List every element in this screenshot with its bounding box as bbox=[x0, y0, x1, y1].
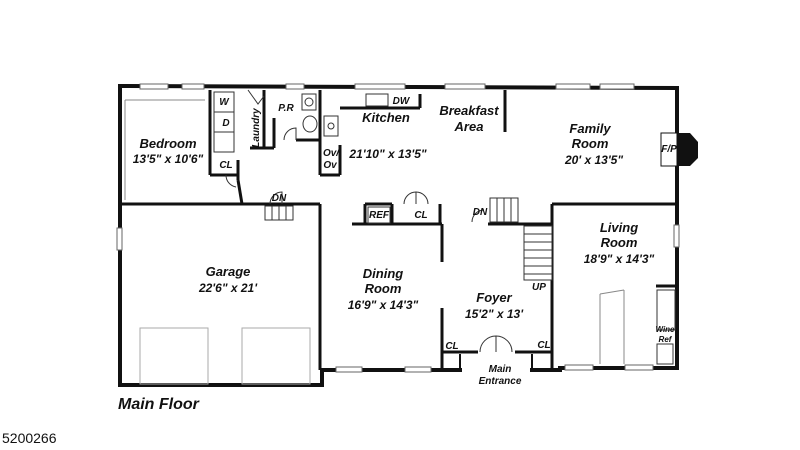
pantry-closet-label: CL bbox=[414, 210, 427, 221]
fireplace-label: F/P bbox=[661, 144, 677, 155]
room-label-breakfast: Breakfast Area bbox=[439, 103, 499, 134]
windows bbox=[116, 83, 680, 373]
dining-name-2: Room bbox=[365, 281, 402, 296]
stairs-up bbox=[523, 225, 553, 281]
stairs-up-label: UP bbox=[532, 282, 546, 293]
room-label-kitchen: Kitchen 21'10" x 13'5" bbox=[348, 110, 426, 161]
foyer-closet-left-label: CL bbox=[445, 341, 458, 352]
entrance-stoop bbox=[459, 354, 533, 370]
kitchen-name: Kitchen bbox=[362, 110, 410, 125]
appliances bbox=[213, 91, 676, 365]
main-entrance-label-1: Main bbox=[489, 364, 512, 375]
room-label-family: Family Room 20' x 13'5" bbox=[564, 121, 623, 167]
room-label-bedroom: Bedroom 13'5" x 10'6" bbox=[133, 136, 204, 166]
basement-stairs-down-label: DN bbox=[473, 207, 488, 218]
dining-name-1: Dining bbox=[363, 266, 403, 281]
door-swings bbox=[225, 89, 513, 353]
dryer-label: D bbox=[222, 118, 229, 129]
stairs-down bbox=[264, 197, 519, 223]
fireplace bbox=[660, 132, 698, 167]
kitchen-dims: 21'10" x 13'5" bbox=[348, 147, 426, 161]
bedroom-name: Bedroom bbox=[139, 136, 197, 151]
oven-label-2: Ov bbox=[323, 160, 338, 171]
garage-dims: 22'6" x 21' bbox=[198, 281, 258, 295]
foyer-name: Foyer bbox=[476, 290, 512, 305]
wine-ref-label-1: Wine bbox=[655, 325, 675, 334]
dining-dims: 16'9" x 14'3" bbox=[348, 298, 419, 312]
family-dims: 20' x 13'5" bbox=[564, 153, 623, 167]
oven-label-1: Ov/ bbox=[323, 148, 340, 159]
wine-ref-label-2: Ref bbox=[659, 335, 673, 344]
living-name-2: Room bbox=[601, 235, 638, 250]
powder-room-label: P.R bbox=[278, 103, 294, 114]
family-name-1: Family bbox=[569, 121, 611, 136]
laundry-label: Laundry bbox=[251, 108, 262, 148]
family-name-2: Room bbox=[572, 136, 609, 151]
listing-id: 5200266 bbox=[2, 430, 57, 446]
breakfast-name-2: Area bbox=[454, 119, 484, 134]
bedroom-closet-label: CL bbox=[219, 160, 232, 171]
partial-walls bbox=[124, 99, 625, 364]
living-dims: 18'9" x 14'3" bbox=[584, 252, 655, 266]
fixture-labels: W D Laundry P.R DW Ov/ Ov CL DN REF CL D… bbox=[219, 96, 677, 387]
garage-stairs-down-label: DN bbox=[272, 193, 287, 204]
main-entrance-label-2: Entrance bbox=[479, 376, 522, 387]
foyer-dims: 15'2" x 13' bbox=[465, 307, 524, 321]
dishwasher-label: DW bbox=[393, 96, 411, 107]
garage-doors bbox=[139, 327, 311, 385]
living-name-1: Living bbox=[600, 220, 638, 235]
room-label-foyer: Foyer 15'2" x 13' bbox=[465, 290, 524, 321]
room-label-dining: Dining Room 16'9" x 14'3" bbox=[348, 266, 419, 312]
room-label-garage: Garage 22'6" x 21' bbox=[198, 264, 258, 295]
foyer-closet-right-label: CL bbox=[537, 340, 550, 351]
bedroom-dims: 13'5" x 10'6" bbox=[133, 152, 204, 166]
floor-title: Main Floor bbox=[118, 396, 200, 413]
garage-name: Garage bbox=[206, 264, 251, 279]
breakfast-name-1: Breakfast bbox=[439, 103, 499, 118]
refrigerator-label: REF bbox=[369, 210, 390, 221]
washer-label: W bbox=[219, 97, 230, 108]
room-label-living: Living Room 18'9" x 14'3" bbox=[584, 220, 655, 266]
